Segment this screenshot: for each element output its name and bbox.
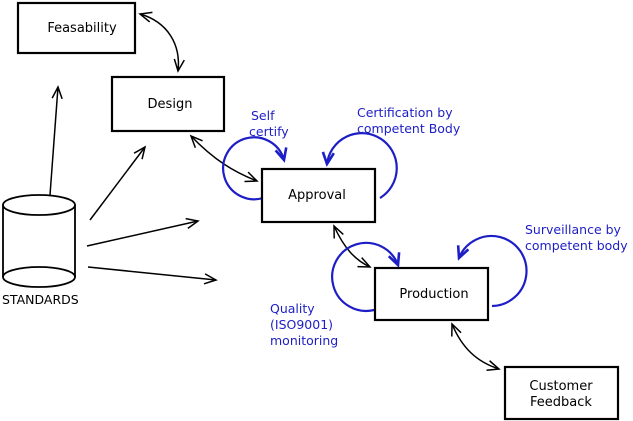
certification-line2: competent Body [357,121,461,136]
design-box [110,75,226,133]
feasability-label: Feasability [47,21,117,36]
annotation-quality: Quality (ISO9001) monitoring [270,301,338,348]
arrow-standards-to-design [89,145,147,221]
annotation-certification: Certification by competent Body [357,105,461,136]
quality-monitoring-loop [331,241,398,312]
cylinder-bottom [2,266,76,288]
arrow-production-customer-feedback [451,322,501,372]
certification-line1: Certification by [357,105,453,120]
quality-line3: monitoring [270,333,338,348]
certification-loop [327,132,398,199]
production-box [373,266,490,322]
annotation-self-certify: Self certify [249,108,289,139]
customer-feedback-label-line1: Customer [529,379,593,394]
arrow-standards-to-approval [86,217,200,247]
node-production: Production [373,266,490,322]
arrow-standards-to-production [87,266,218,285]
quality-line1: Quality [270,301,315,316]
surveillance-line2: competent body [525,238,628,253]
cylinder-sides [2,205,76,277]
feasability-box [16,1,137,55]
self-certify-line2: certify [249,124,289,139]
node-approval: Approval [260,167,377,224]
node-customer-feedback: Customer Feedback [503,365,620,421]
design-label: Design [148,97,193,112]
self-certify-line1: Self [251,108,275,123]
approval-box [260,167,377,224]
production-label: Production [399,287,468,302]
approval-label: Approval [288,188,346,203]
standards-label: STANDARDS [2,292,79,307]
annotation-surveillance: Surveillance by competent body [525,222,628,253]
surveillance-line1: Surveillance by [525,222,622,237]
node-design: Design [110,75,226,133]
arrow-feasability-design [138,11,185,73]
surveillance-loop [459,234,528,308]
customer-feedback-label-line2: Feedback [530,395,592,410]
self-certify-loop [222,136,284,201]
standards-datastore: STANDARDS [2,194,79,307]
arrow-standards-to-feasability [49,85,63,196]
customer-feedback-box [503,365,620,421]
node-feasability: Feasability [16,1,137,55]
cylinder-top [2,194,76,216]
arrow-approval-production [333,224,372,268]
quality-line2: (ISO9001) [270,317,333,332]
